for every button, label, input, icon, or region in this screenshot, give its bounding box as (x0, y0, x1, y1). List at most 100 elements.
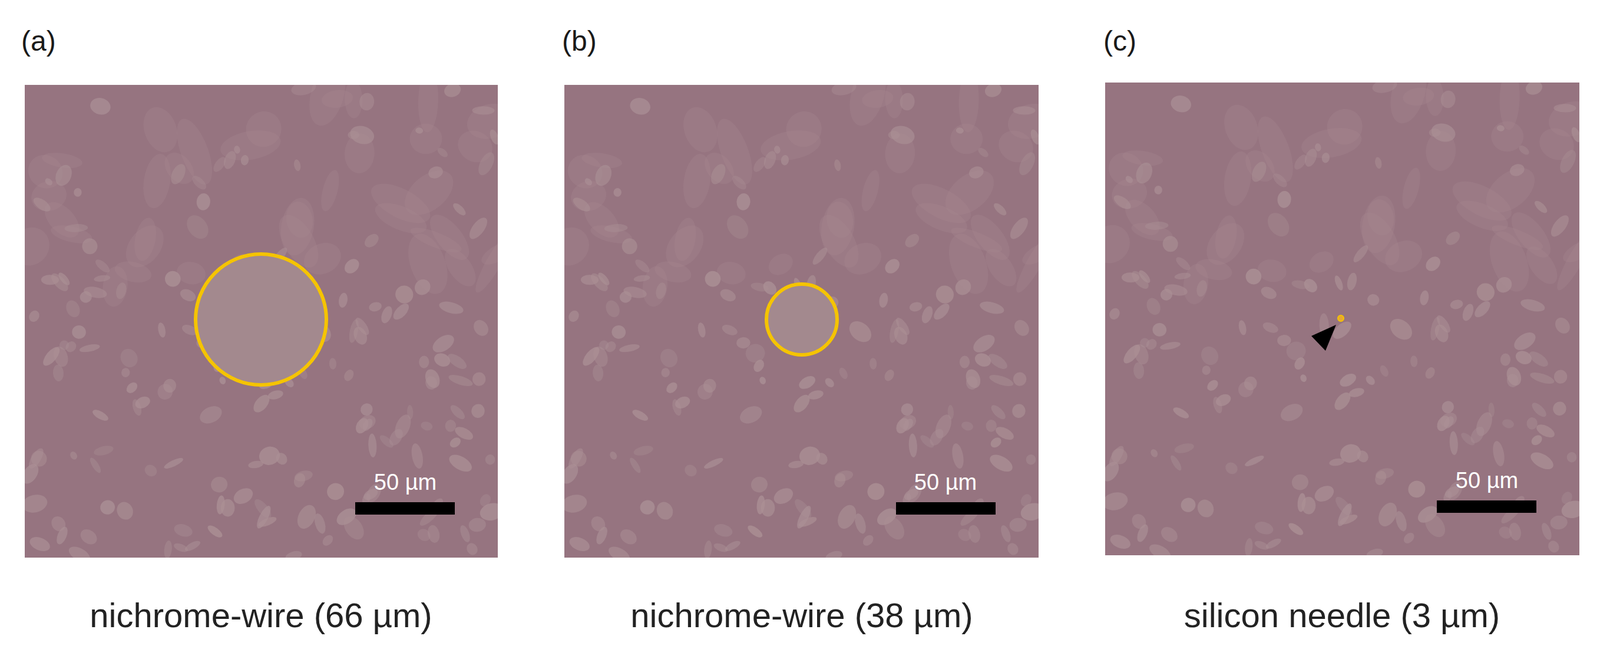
grain-blob (702, 377, 717, 394)
grain-blob (1025, 453, 1037, 465)
grain-blob (621, 237, 638, 255)
panel-caption: nichrome-wire (66 µm) (89, 596, 432, 634)
grain-blob (633, 256, 652, 275)
grain-blob (1347, 386, 1365, 399)
texture-patch (1105, 217, 1138, 271)
grain-blob (722, 210, 753, 243)
grain-blob (960, 420, 975, 432)
grain-blob (40, 344, 63, 369)
grain-blob (712, 521, 735, 539)
grain-blob (1401, 530, 1417, 545)
grain-blob (1136, 268, 1152, 285)
grain-blob (435, 146, 450, 160)
micrograph-ground (564, 84, 1039, 558)
grain-blob (415, 526, 433, 543)
grain-blob (1419, 289, 1430, 306)
grain-blob (622, 284, 649, 300)
grain-blob (837, 365, 850, 380)
grain-blob (1107, 306, 1122, 322)
grain-blob (1243, 375, 1258, 392)
grain-blob (978, 299, 1006, 317)
grain-blob (729, 173, 749, 192)
grain-blob (696, 321, 707, 339)
grain-blob (1546, 538, 1562, 555)
grain-blob (566, 308, 581, 325)
grain-blob (1473, 279, 1499, 305)
grain-blob (487, 128, 498, 147)
micrograph-panel (564, 84, 1039, 558)
grain-blob (209, 474, 230, 494)
grain-blob (218, 375, 227, 386)
grain-blob (451, 200, 468, 218)
grain-blob (221, 149, 238, 171)
texture-patch (139, 151, 175, 211)
texture-patch (1559, 235, 1580, 267)
grain-blob (1258, 284, 1279, 302)
grain-blob (114, 281, 128, 301)
grain-blob (464, 540, 481, 557)
grain-blob (708, 161, 729, 187)
grain-blob (54, 524, 70, 546)
texture-patch (1218, 100, 1265, 155)
grain-blob (1214, 391, 1233, 409)
grain-blob (1270, 170, 1290, 190)
grain-blob (1311, 482, 1337, 505)
grain-blob (608, 450, 619, 461)
grain-blob (1333, 274, 1345, 292)
grain-blob (627, 455, 643, 475)
grain-blob (446, 451, 475, 475)
grain-blob (579, 344, 603, 369)
grain-blob (465, 214, 491, 242)
grain-blob (1011, 316, 1033, 339)
grain-blob (422, 367, 442, 390)
grain-blob (1393, 509, 1410, 533)
texture-patch (24, 219, 58, 274)
grain-blob (1016, 149, 1039, 178)
grain-blob (414, 126, 424, 134)
grain-blob (411, 275, 434, 298)
grain-blob (90, 407, 110, 423)
grain-blob (1449, 298, 1464, 310)
grain-blob (603, 298, 623, 320)
grain-blob (64, 223, 88, 233)
grain-blob (220, 498, 236, 517)
grain-blob (830, 84, 858, 98)
grain-blob (1244, 537, 1254, 555)
grain-blob (735, 192, 752, 211)
grain-blob (348, 123, 377, 147)
grain-blob (1194, 496, 1217, 520)
grain-blob (24, 491, 49, 515)
grain-blob (390, 300, 412, 323)
grain-blob (1010, 402, 1027, 419)
grain-blob (167, 161, 189, 187)
grain-blob (1290, 278, 1311, 291)
grain-blob (832, 471, 848, 489)
grain-blob (702, 455, 725, 471)
grain-blob (1124, 174, 1135, 185)
grain-blob (1532, 198, 1550, 216)
grain-blob (27, 308, 42, 325)
grain-blob (932, 281, 958, 307)
grain-blob (1277, 400, 1306, 425)
panel-letter: (c) (1103, 25, 1137, 58)
grain-blob (142, 461, 160, 479)
grain-blob (1439, 89, 1457, 109)
grain-blob (31, 194, 54, 215)
grain-blob (745, 523, 765, 540)
grain-blob (1492, 273, 1515, 296)
grain-blob (898, 400, 916, 418)
grain-blob (1338, 511, 1360, 527)
grain-blob (627, 95, 653, 117)
grain-blob (52, 364, 65, 382)
grain-blob (1205, 377, 1221, 393)
grain-blob (1243, 453, 1266, 469)
grain-blob (1168, 453, 1184, 472)
grain-blob (723, 538, 742, 553)
grain-blob (1144, 220, 1169, 231)
panel-caption: silicon needle (3 µm) (1184, 596, 1500, 634)
grain-blob (172, 521, 195, 539)
grain-blob (880, 512, 909, 544)
grain-blob (947, 404, 954, 420)
grain-blob (429, 331, 458, 356)
grain-blob (70, 324, 88, 340)
